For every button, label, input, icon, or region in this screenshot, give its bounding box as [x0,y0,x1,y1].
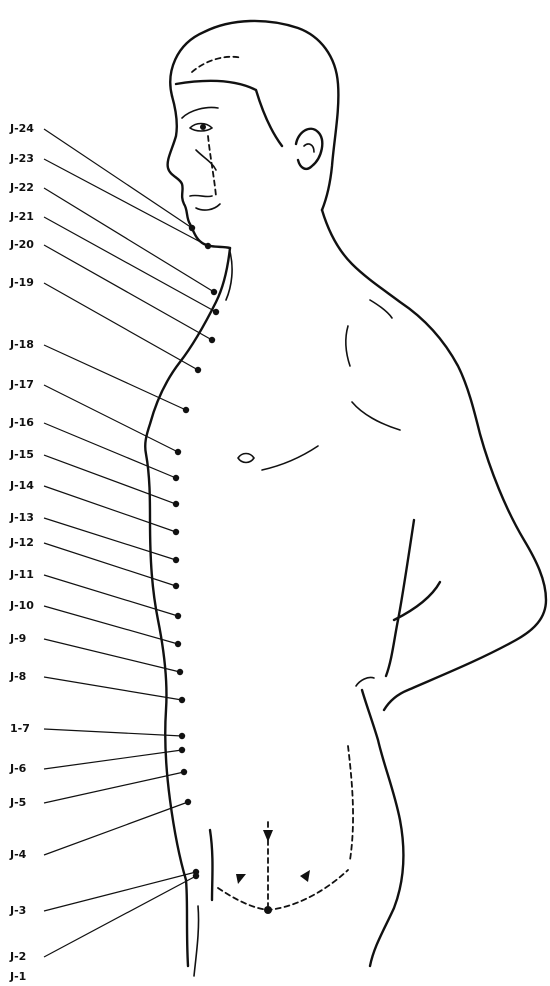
leader-line-j3 [44,872,196,911]
label-j1: J-1 [9,970,26,983]
label-j19: J-19 [9,276,34,289]
leader-line-j9 [44,639,180,672]
point-marker-j5 [181,769,187,775]
label-j10: J-10 [9,599,34,612]
acupoint-j8: J-8 [9,670,185,703]
label-j21: J-21 [9,210,34,223]
point-marker-j4 [185,799,191,805]
point-marker-j12 [173,583,179,589]
point-marker-j23 [205,243,211,249]
label-j13: J-13 [9,511,34,524]
point-marker-j14 [173,529,179,535]
acupoint-j20: J-20 [9,238,215,343]
leader-line-j24 [44,129,192,228]
label-j9: J-9 [9,632,26,645]
leader-line-j6 [44,750,182,769]
leader-line-j2 [44,876,196,957]
point-marker-j22 [211,289,217,295]
leader-line-j16 [44,423,176,478]
label-j23: J-23 [9,152,34,165]
acupoint-j13: J-13 [9,511,179,563]
acupoint-j6: J-6 [9,747,185,775]
leader-line-j8 [44,677,182,700]
leader-line-j4 [44,802,188,855]
label-j14: J-14 [9,479,34,492]
acupoint-j5: J-5 [9,769,187,809]
acupoint-layer: J-24J-23J-22J-21J-20J-19J-18J-17J-16J-15… [9,122,219,983]
leader-line-j7 [44,729,182,736]
acupoint-j2: J-2 [9,873,199,963]
leader-line-j13 [44,518,176,560]
point-marker-j7 [179,733,185,739]
leader-line-j5 [44,772,184,803]
leader-line-j18 [44,345,186,410]
label-j17: J-17 [9,378,34,391]
leader-line-j19 [44,283,198,370]
label-j18: J-18 [9,338,34,351]
leader-line-j14 [44,486,176,532]
label-j5: J-5 [9,796,26,809]
leader-line-j17 [44,385,178,452]
acupoint-j7: 1-7 [10,722,185,739]
leader-line-j15 [44,455,176,504]
label-j11: J-11 [9,568,34,581]
label-j8: J-8 [9,670,26,683]
point-marker-j15 [173,501,179,507]
label-j15: J-15 [9,448,34,461]
leader-line-j11 [44,575,178,616]
label-j24: J-24 [9,122,34,135]
point-marker-j8 [179,697,185,703]
label-j22: J-22 [9,181,34,194]
label-j2: J-2 [9,950,26,963]
point-marker-j9 [177,669,183,675]
label-j3: J-3 [9,904,26,917]
point-marker-j19 [195,367,201,373]
point-marker-j13 [173,557,179,563]
label-j20: J-20 [9,238,34,251]
point-marker-j21 [213,309,219,315]
point-marker-j17 [175,449,181,455]
point-marker-j18 [183,407,189,413]
acupoint-j23: J-23 [9,152,211,249]
point-marker-j2 [193,873,199,879]
point-marker-j6 [179,747,185,753]
point-marker-j20 [209,337,215,343]
acupoint-j24: J-24 [9,122,195,231]
label-j12: J-12 [9,536,34,549]
label-j4: J-4 [9,848,27,861]
point-marker-j16 [173,475,179,481]
body-outline [145,21,546,976]
acupoint-j15: J-15 [9,448,179,507]
point-marker-j24 [189,225,195,231]
acupoint-j14: J-14 [9,479,179,535]
acupoint-j3: J-3 [9,869,199,917]
acupoint-j4: J-4 [9,799,191,861]
acupoint-j22: J-22 [9,181,217,295]
point-marker-j10 [175,641,181,647]
leader-line-j20 [44,245,212,340]
label-j6: J-6 [9,762,27,775]
leader-line-j12 [44,543,176,586]
label-j7: 1-7 [10,722,30,735]
label-j16: J-16 [9,416,34,429]
acupoint-j1: J-1 [9,970,26,983]
acupoint-j19: J-19 [9,276,201,373]
point-marker-j11 [175,613,181,619]
acupoint-j16: J-16 [9,416,179,481]
acupoint-j17: J-17 [9,378,181,455]
